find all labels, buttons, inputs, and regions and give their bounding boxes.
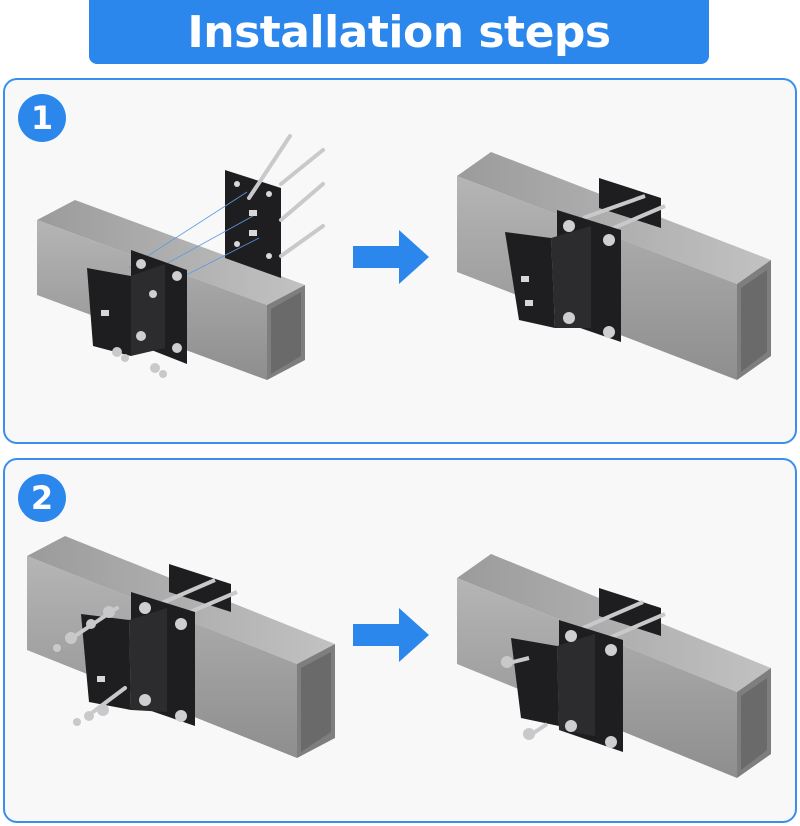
final-bracket bbox=[501, 588, 666, 752]
step-1-illustration bbox=[37, 134, 771, 380]
front-bracket bbox=[87, 250, 187, 364]
page-title: Installation steps bbox=[187, 6, 611, 58]
step-2-badge: 2 bbox=[18, 474, 66, 522]
title-banner: Installation steps bbox=[89, 0, 709, 64]
nuts-washers bbox=[112, 347, 167, 378]
assembled-bracket bbox=[505, 178, 666, 342]
step-2-panel: 2 bbox=[3, 458, 797, 823]
step-1-panel: 1 bbox=[3, 78, 797, 444]
step-2-illustration bbox=[27, 536, 771, 778]
long-bolts bbox=[247, 134, 325, 258]
step-1-badge: 1 bbox=[18, 94, 66, 142]
bolts-being-inserted bbox=[53, 606, 127, 726]
arrow-right-icon bbox=[353, 230, 429, 284]
bracket-with-bolts-left bbox=[81, 564, 238, 726]
arrow-right-icon bbox=[353, 608, 429, 662]
